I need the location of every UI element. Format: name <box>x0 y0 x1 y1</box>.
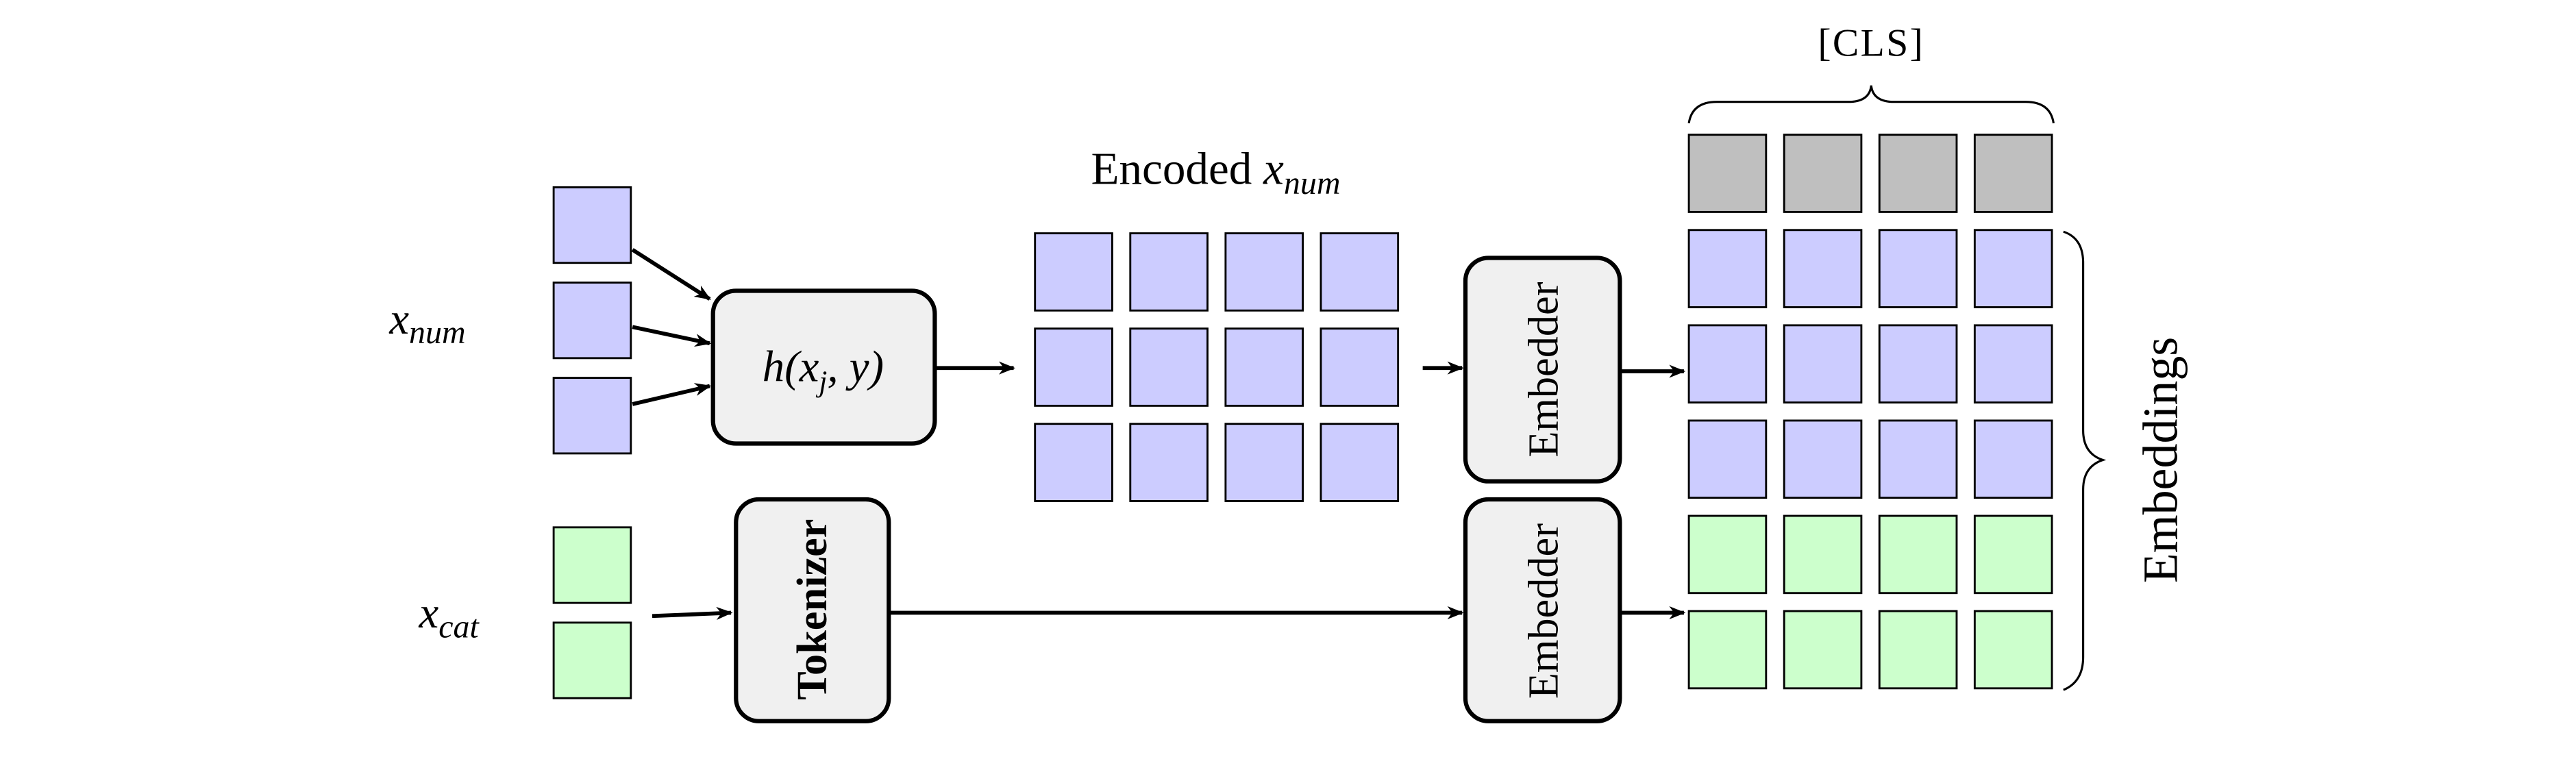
numeric-input-cell <box>552 282 632 360</box>
arrow-input-2 <box>632 325 712 347</box>
numeric-embedding-cell <box>1687 324 1768 404</box>
encoded-cell <box>1129 232 1209 312</box>
embeddings-label: Embeddings <box>2133 337 2188 584</box>
embedder-categorical-box: Embedder <box>1463 497 1622 723</box>
cls-embedding-cell <box>1783 134 1863 213</box>
numeric-embedding-cell <box>1878 324 1958 404</box>
embeddings-grid <box>1687 134 2053 690</box>
arrow-input-3 <box>632 383 712 406</box>
numeric-embedding-cell <box>1783 419 1863 499</box>
embeddings-brace <box>2063 230 2107 691</box>
encoded-cell <box>1224 232 1304 312</box>
categorical-embedding-cell <box>1878 514 1958 595</box>
encoded-cell <box>1034 423 1113 502</box>
encoded-cell <box>1129 423 1209 502</box>
numeric-embedding-cell <box>1878 419 1958 499</box>
numeric-embedding-cell <box>1783 324 1863 404</box>
encoded-cell <box>1034 327 1113 407</box>
numeric-embedding-cell <box>1973 419 2053 499</box>
categorical-embedding-cell <box>1973 610 2053 690</box>
cls-label: [CLS] <box>1818 22 1924 65</box>
categorical-embedding-cell <box>1687 514 1768 595</box>
categorical-inputs <box>552 526 632 699</box>
tokenizer-label: Tokenizer <box>789 519 836 700</box>
cls-embedding-cell <box>1687 134 1768 213</box>
encoded-cell <box>1320 327 1400 407</box>
numeric-inputs <box>552 186 632 455</box>
encoder-function-box: h(xj, y) <box>710 288 937 446</box>
x-cat-label: xcat <box>418 588 480 645</box>
embedder-categorical-label: Embedder <box>1520 523 1567 699</box>
numeric-embedding-cell <box>1687 419 1768 499</box>
cls-embedding-cell <box>1878 134 1958 213</box>
numeric-input-cell <box>552 377 632 455</box>
numeric-embedding-cell <box>1973 324 2053 404</box>
categorical-input-cell <box>552 526 632 604</box>
encoded-title: Encoded xnum <box>1091 143 1340 201</box>
x-num-label: xnum <box>388 295 465 351</box>
cls-brace <box>1687 85 2055 124</box>
numeric-embedding-cell <box>1783 229 1863 308</box>
encoded-cell <box>1320 232 1400 312</box>
encoded-cell <box>1224 423 1304 502</box>
encoder-function-label: h(xj, y) <box>763 342 884 397</box>
categorical-embedding-cell <box>1973 514 2053 595</box>
categorical-embedding-cell <box>1783 610 1863 690</box>
encoded-cell <box>1320 423 1400 502</box>
categorical-embedding-cell <box>1878 610 1958 690</box>
numeric-embedding-cell <box>1973 229 2053 308</box>
arrow-cat-input <box>652 606 733 620</box>
encoded-cell <box>1034 232 1113 312</box>
numeric-embedding-cell <box>1687 229 1768 308</box>
tokenizer-box: Tokenizer <box>734 497 891 723</box>
categorical-embedding-cell <box>1783 514 1863 595</box>
numeric-input-cell <box>552 186 632 264</box>
encoded-cell <box>1129 327 1209 407</box>
embedder-numeric-label: Embedder <box>1520 282 1567 457</box>
arrow-input-1 <box>631 248 711 301</box>
encoded-grid <box>1034 232 1400 502</box>
categorical-embedding-cell <box>1687 610 1768 690</box>
numeric-embedding-cell <box>1878 229 1958 308</box>
embedder-numeric-box: Embedder <box>1463 256 1622 484</box>
categorical-input-cell <box>552 621 632 699</box>
encoded-cell <box>1224 327 1304 407</box>
cls-embedding-cell <box>1973 134 2053 213</box>
